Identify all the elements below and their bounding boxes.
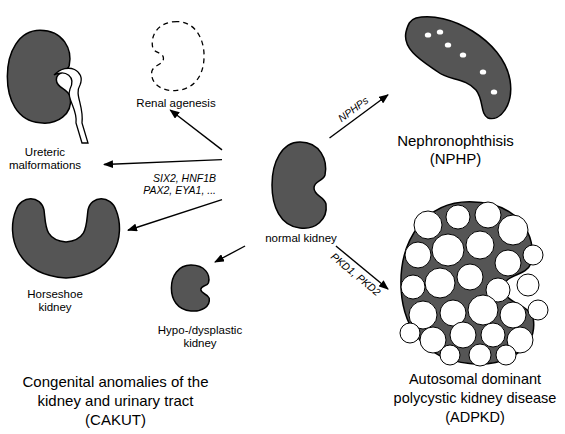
cyst bbox=[468, 295, 498, 325]
polycystic-kidney: Autosomal dominant polycystic kidney dis… bbox=[388, 195, 565, 430]
small-cyst bbox=[425, 32, 431, 37]
hypoplastic-kidney: Hypo-/dysplastic kidney bbox=[150, 262, 250, 350]
cyst bbox=[401, 275, 425, 299]
cyst bbox=[405, 242, 431, 268]
shape-graphic bbox=[150, 262, 250, 350]
cyst bbox=[450, 322, 476, 348]
horseshoe-kidney: Horseshoe kidney bbox=[4, 188, 128, 316]
small-cyst bbox=[480, 69, 486, 74]
small-cyst bbox=[460, 52, 466, 57]
kidney-outline bbox=[272, 142, 326, 228]
cyst bbox=[495, 250, 521, 276]
node-label: normal kidney bbox=[251, 232, 351, 245]
kidney-outline bbox=[401, 202, 534, 364]
cyst bbox=[446, 205, 470, 229]
gene-label: PKD1, PKD2 bbox=[329, 250, 383, 298]
cyst bbox=[469, 344, 491, 366]
cyst bbox=[475, 202, 501, 228]
cyst bbox=[400, 323, 420, 343]
cyst bbox=[517, 274, 539, 296]
nphp-kidney: Nephronophthisis (NPHP) bbox=[388, 10, 523, 170]
cyst bbox=[498, 215, 528, 245]
group-title: Congenital anomalies of the kidney and u… bbox=[8, 372, 223, 429]
cyst bbox=[457, 264, 483, 290]
node-label: Autosomal dominant polycystic kidney dis… bbox=[385, 370, 565, 427]
shape-graphic bbox=[135, 18, 217, 110]
cyst bbox=[523, 245, 543, 265]
cyst bbox=[528, 300, 548, 320]
node-label: Nephronophthisis (NPHP) bbox=[388, 132, 523, 168]
small-cyst bbox=[491, 89, 497, 94]
kidney-outline bbox=[7, 30, 70, 123]
arrow-connector bbox=[104, 160, 222, 165]
kidney-outline bbox=[152, 22, 204, 91]
arrow-connector bbox=[215, 246, 245, 262]
arrow-connector bbox=[330, 95, 388, 138]
small-cyst bbox=[445, 42, 451, 47]
cyst bbox=[414, 211, 442, 239]
gene-list: SIX2, HNF1B PAX2, EYA1, ... bbox=[126, 172, 216, 196]
normal-kidney: normal kidney bbox=[222, 138, 350, 246]
node-label: Renal agenesis bbox=[130, 97, 222, 110]
node-label: Ureteric malformations bbox=[4, 146, 86, 172]
ureteric-kidney: Ureteric malformations bbox=[4, 25, 104, 175]
cyst bbox=[466, 231, 494, 259]
agenesis-kidney: Renal agenesis bbox=[135, 18, 217, 110]
cyst bbox=[496, 345, 516, 365]
kidney-outline bbox=[13, 199, 120, 278]
node-label: Horseshoe kidney bbox=[15, 288, 95, 314]
arrow-connector bbox=[170, 110, 222, 150]
cyst bbox=[440, 345, 460, 365]
cyst bbox=[500, 302, 526, 328]
cyst bbox=[425, 268, 455, 298]
kidney-outline bbox=[406, 17, 511, 119]
ureter bbox=[54, 68, 88, 143]
arrow-connector bbox=[128, 200, 222, 231]
cyst bbox=[481, 323, 505, 347]
cyst bbox=[432, 234, 464, 266]
small-cyst bbox=[437, 29, 443, 34]
kidney-outline bbox=[171, 265, 209, 311]
shape-graphic bbox=[222, 138, 350, 246]
node-label: Hypo-/dysplastic kidney bbox=[150, 324, 250, 350]
